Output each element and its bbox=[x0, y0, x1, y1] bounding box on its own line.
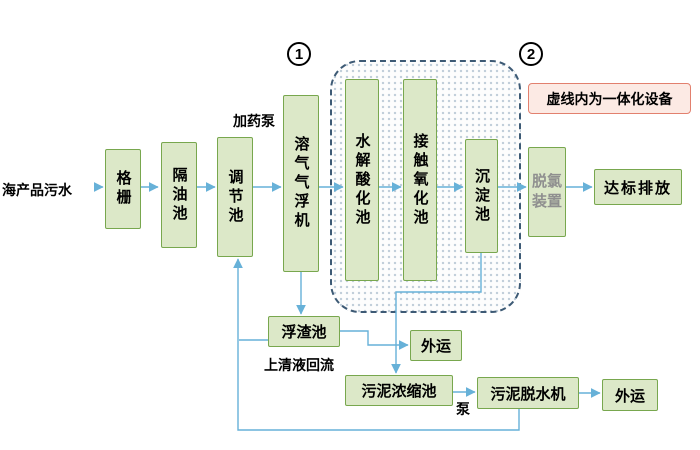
dosing-pump-label: 加药泵 bbox=[233, 113, 275, 129]
flow-arrow bbox=[340, 330, 409, 350]
step-2-badge: 2 bbox=[519, 42, 543, 66]
node-sedimentation-tank: 沉淀池 bbox=[465, 139, 498, 253]
node-contact-oxidation-tank: 接触氧化池 bbox=[403, 79, 437, 281]
node-discharge: 达标排放 bbox=[594, 169, 682, 205]
node-offsite-disposal-2: 外运 bbox=[602, 379, 658, 411]
pump-label: 泵 bbox=[456, 401, 470, 417]
node-sludge-thickening-tank: 污泥浓缩池 bbox=[345, 375, 453, 406]
flow-arrow bbox=[233, 258, 520, 431]
legend-note: 虚线内为一体化设备 bbox=[528, 83, 691, 114]
flow-arrow bbox=[391, 253, 482, 374]
node-scum-tank: 浮渣池 bbox=[268, 316, 340, 347]
node-oil-separation-tank: 隔油池 bbox=[161, 142, 197, 248]
node-grid: 格栅 bbox=[105, 149, 141, 229]
node-sludge-dewatering-machine: 污泥脱水机 bbox=[477, 377, 579, 409]
supernatant-reflux-label: 上清液回流 bbox=[264, 357, 334, 373]
node-offsite-disposal-1: 外运 bbox=[410, 330, 462, 361]
node-hydrolysis-acidification-tank: 水解酸化池 bbox=[345, 79, 379, 281]
node-dechlorination-unit: 脱氯装置 bbox=[528, 147, 566, 237]
node-regulating-tank: 调节池 bbox=[217, 137, 253, 257]
dechlorination-label: 脱氯装置 bbox=[531, 172, 562, 210]
step-1-badge: 1 bbox=[287, 42, 311, 66]
node-daf-machine: 溶气气浮机 bbox=[283, 95, 319, 272]
source-label: 海产品污水 bbox=[2, 182, 72, 198]
